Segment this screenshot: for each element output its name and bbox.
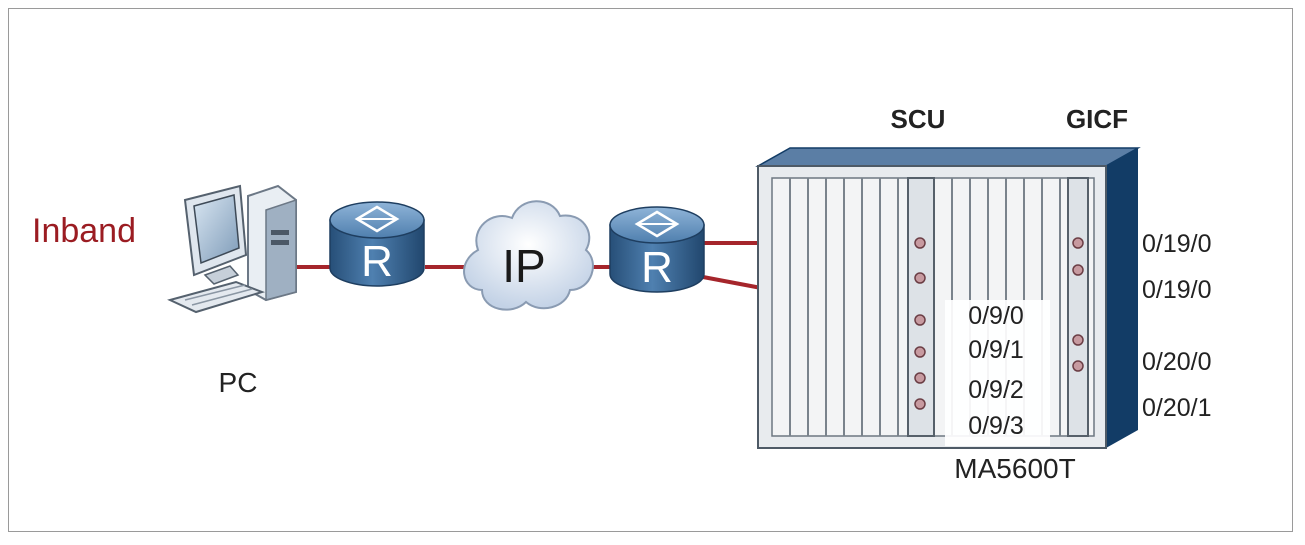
gicf-ports (1072, 237, 1084, 372)
scu-port-label: 0/9/2 (968, 376, 1024, 404)
device-label: MA5600T (954, 453, 1075, 484)
gicf-label: GICF (1066, 104, 1128, 134)
port-icon (914, 346, 926, 358)
port-icon (914, 398, 926, 410)
router-icon: R (609, 206, 705, 293)
ma5600t-chassis (755, 147, 1141, 449)
gicf-port-label: 0/20/0 (1142, 348, 1212, 376)
router-icon: R (329, 201, 425, 287)
ip-cloud-icon: IP (463, 200, 594, 311)
gicf-board (1067, 177, 1089, 437)
mode-label: Inband (32, 212, 136, 250)
scu-ports (914, 237, 926, 410)
router1-label: R (361, 237, 393, 286)
pc-label: PC (219, 367, 258, 398)
port-icon (1072, 264, 1084, 276)
scu-label: SCU (891, 104, 946, 134)
gicf-port-label: 0/19/0 (1142, 276, 1212, 304)
cloud-label: IP (502, 240, 545, 292)
port-icon (914, 272, 926, 284)
gicf-port-label: 0/20/1 (1142, 394, 1212, 422)
pc-icon (167, 184, 297, 314)
port-icon (1072, 334, 1084, 346)
port-icon (914, 372, 926, 384)
port-icon (1072, 360, 1084, 372)
port-icon (1072, 237, 1084, 249)
scu-port-label: 0/9/0 (968, 302, 1024, 330)
port-icon (914, 237, 926, 249)
scu-port-label: 0/9/1 (968, 336, 1024, 364)
scu-port-label: 0/9/3 (968, 412, 1024, 440)
router2-label: R (641, 243, 673, 292)
port-icon (914, 314, 926, 326)
gicf-port-label: 0/19/0 (1142, 230, 1212, 258)
scu-board (907, 177, 935, 437)
